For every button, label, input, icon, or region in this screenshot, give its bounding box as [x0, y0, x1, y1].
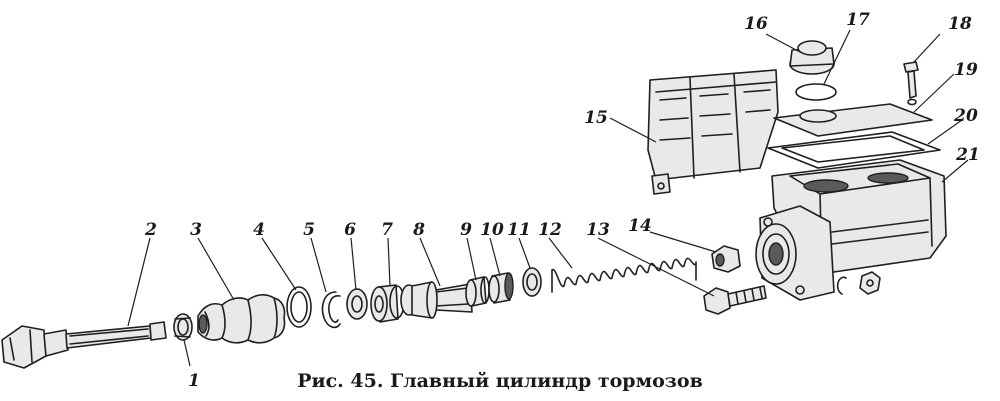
label-part-20: 20: [953, 106, 978, 126]
part-14-valve: [711, 245, 741, 273]
label-part-18: 18: [948, 14, 972, 34]
part-9-cup: [465, 276, 490, 307]
part-labels: 1 2 3 4 5 6 7 8 9 10 11 12 13 14 15 16 1…: [144, 10, 980, 391]
part-18-screw: [903, 61, 919, 106]
part-2-push-rod: [1, 321, 167, 369]
label-part-7: 7: [381, 220, 393, 240]
label-part-10: 10: [480, 220, 504, 240]
part-17-gasket: [795, 83, 837, 101]
label-part-17: 17: [846, 10, 870, 30]
part-3-boot: [197, 294, 286, 344]
label-part-13: 13: [586, 220, 610, 240]
label-part-1: 1: [188, 371, 200, 391]
label-part-12: 12: [538, 220, 562, 240]
small-nut: [859, 271, 881, 295]
label-part-2: 2: [144, 220, 157, 240]
part-8-piston: [400, 281, 473, 319]
part-21-cylinder-body: [755, 159, 947, 301]
label-part-21: 21: [955, 145, 980, 165]
label-part-15: 15: [584, 108, 608, 128]
figure-caption: Рис. 45. Главный цилиндр тормозов: [297, 370, 703, 392]
leader-lines: [127, 29, 969, 367]
part-11-ring: [522, 267, 542, 297]
small-clip: [836, 276, 847, 295]
part-16-filler-cap: [789, 40, 835, 75]
part-5-snap-ring: [321, 291, 341, 329]
label-part-5: 5: [303, 220, 315, 240]
label-part-11: 11: [507, 220, 531, 240]
part-6-washer: [346, 288, 368, 320]
part-4-clamp-ring: [286, 286, 312, 328]
part-7-bushing: [370, 284, 405, 323]
part-19-lid-plate: [773, 103, 933, 137]
part-20-gasket: [767, 131, 941, 169]
label-part-3: 3: [190, 220, 202, 240]
part-10-cup: [488, 272, 514, 304]
label-part-16: 16: [744, 14, 768, 34]
label-part-9: 9: [460, 220, 472, 240]
label-part-6: 6: [344, 220, 356, 240]
label-part-8: 8: [412, 220, 425, 240]
label-part-4: 4: [253, 220, 265, 240]
part-12-spring: [551, 257, 697, 293]
label-part-19: 19: [954, 60, 978, 80]
part-15-reservoir-cover: [647, 69, 779, 195]
label-part-14: 14: [628, 216, 652, 236]
part-1-nut: [173, 313, 193, 341]
part-13-bolt: [703, 285, 767, 315]
